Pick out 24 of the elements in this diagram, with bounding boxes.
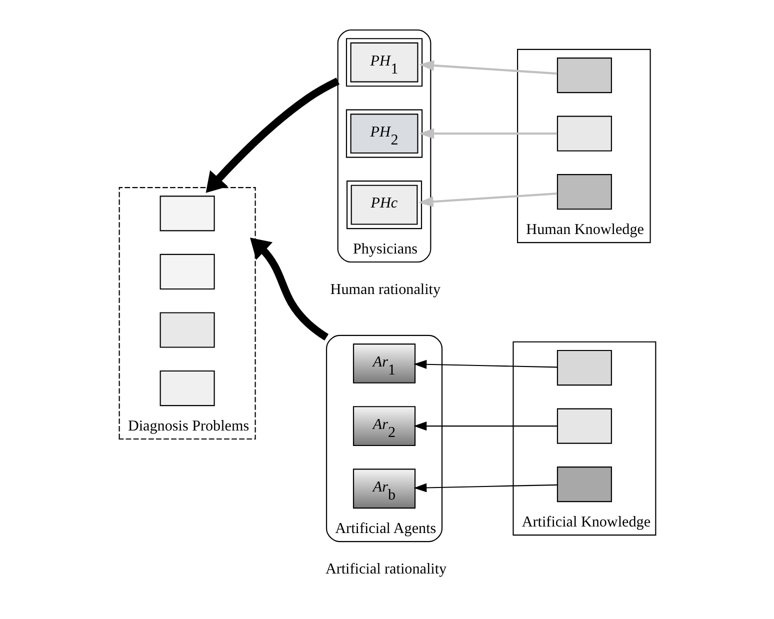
node-box: PHc [346,180,422,230]
node-box [159,312,214,348]
node-box [556,408,612,444]
arrow [418,192,557,207]
node-label: Human rationality [330,282,440,298]
node-box [159,370,214,406]
arrow [413,422,557,431]
arrow [205,78,340,193]
node-box [159,196,214,232]
node-box [159,254,214,290]
arrow [413,360,557,369]
node-box [556,58,612,94]
cluster: Artificial Knowledge [512,341,656,536]
cluster: Human Knowledge [516,48,650,244]
node-box [556,116,612,152]
node-box [556,174,612,210]
arrow [418,60,557,75]
arrow [418,128,557,139]
arrow [249,238,328,341]
node-label: Artificial rationality [324,562,446,578]
node-box [556,350,612,386]
node-box [556,466,612,502]
cluster: Diagnosis Problems [118,187,256,440]
arrow [413,483,557,492]
